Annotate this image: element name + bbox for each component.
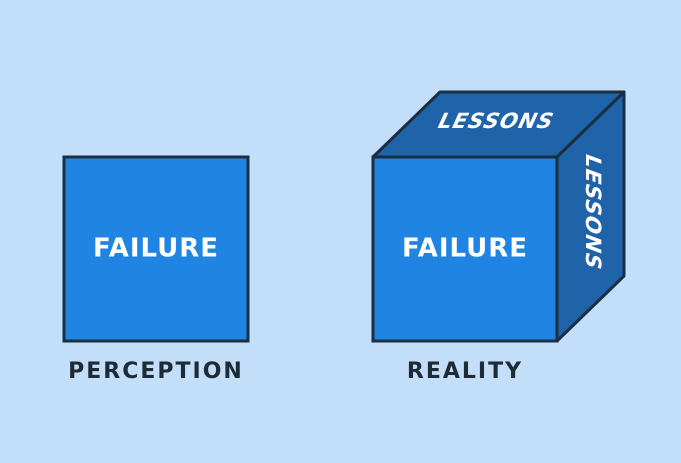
reality-top-lessons-label: LESSONS	[436, 109, 557, 134]
perception-group: FAILURE PERCEPTION	[62, 155, 250, 384]
perception-caption: PERCEPTION	[68, 359, 244, 384]
reality-side-lessons-label: LESSONS	[581, 153, 606, 272]
reality-cube-front-face	[371, 155, 559, 343]
reality-caption: REALITY	[407, 359, 523, 384]
reality-box-label: FAILURE	[402, 234, 528, 264]
reality-group: FAILURE LESSONS LESSONS REALITY	[371, 90, 626, 384]
perception-box-label: FAILURE	[93, 234, 219, 264]
perception-square	[62, 155, 250, 343]
